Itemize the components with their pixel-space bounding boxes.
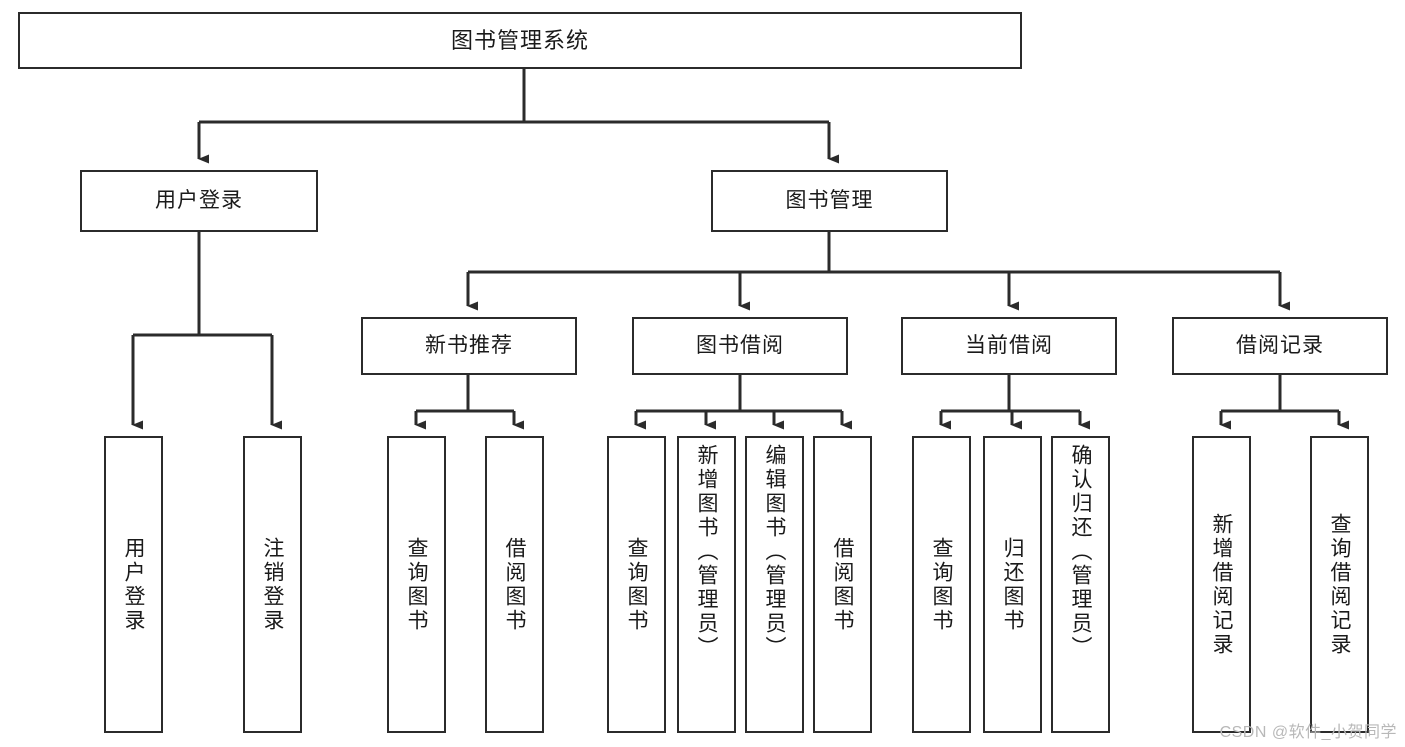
node-borrow-record[interactable]: 借阅记录	[1172, 317, 1388, 375]
node-borrow-record-label: 借阅记录	[1236, 333, 1324, 357]
node-leaf-query-book-rec-label: 查询图书	[405, 536, 428, 633]
node-leaf-query-record-label: 查询借阅记录	[1328, 512, 1351, 657]
node-leaf-add-record-label: 新增借阅记录	[1210, 512, 1233, 657]
node-leaf-logout-label: 注销登录	[261, 536, 284, 633]
node-leaf-query-book-cb[interactable]: 查询图书	[912, 436, 971, 733]
node-leaf-borrow-book-bb-label: 借阅图书	[831, 536, 854, 633]
node-user-login-label: 用户登录	[155, 188, 243, 212]
node-leaf-edit-book[interactable]: 编辑图书（管理员）	[745, 436, 804, 733]
node-leaf-confirm-return[interactable]: 确认归还（管理员）	[1051, 436, 1110, 733]
node-leaf-add-book[interactable]: 新增图书（管理员）	[677, 436, 736, 733]
node-current-borrow-label: 当前借阅	[965, 333, 1053, 357]
node-root-label: 图书管理系统	[450, 27, 589, 53]
node-leaf-return-book-label: 归还图书	[1001, 536, 1024, 633]
node-leaf-borrow-book-rec[interactable]: 借阅图书	[485, 436, 544, 733]
node-leaf-query-book-bb[interactable]: 查询图书	[607, 436, 666, 733]
node-new-book-rec[interactable]: 新书推荐	[361, 317, 577, 375]
node-leaf-borrow-book-rec-label: 借阅图书	[503, 536, 526, 633]
node-root[interactable]: 图书管理系统	[18, 12, 1022, 69]
node-leaf-confirm-return-label: 确认归还（管理员）	[1069, 444, 1092, 660]
node-leaf-query-book-cb-label: 查询图书	[930, 536, 953, 633]
node-leaf-query-book-rec[interactable]: 查询图书	[387, 436, 446, 733]
node-leaf-query-record[interactable]: 查询借阅记录	[1310, 436, 1369, 733]
node-leaf-add-record[interactable]: 新增借阅记录	[1192, 436, 1251, 733]
node-leaf-user-login-label: 用户登录	[122, 536, 145, 633]
node-book-manage[interactable]: 图书管理	[711, 170, 948, 232]
node-book-borrow-label: 图书借阅	[696, 333, 784, 357]
node-leaf-borrow-book-bb[interactable]: 借阅图书	[813, 436, 872, 733]
node-leaf-return-book[interactable]: 归还图书	[983, 436, 1042, 733]
node-leaf-add-book-label: 新增图书（管理员）	[695, 444, 718, 660]
node-book-borrow[interactable]: 图书借阅	[632, 317, 848, 375]
node-user-login[interactable]: 用户登录	[80, 170, 318, 232]
node-book-manage-label: 图书管理	[785, 188, 874, 212]
node-leaf-logout[interactable]: 注销登录	[243, 436, 302, 733]
csdn-watermark: CSDN @软件_小贺同学	[1219, 724, 1397, 741]
node-leaf-query-book-bb-label: 查询图书	[625, 536, 648, 633]
node-new-book-rec-label: 新书推荐	[425, 333, 513, 357]
node-leaf-edit-book-label: 编辑图书（管理员）	[763, 444, 786, 660]
node-leaf-user-login[interactable]: 用户登录	[104, 436, 163, 733]
node-current-borrow[interactable]: 当前借阅	[901, 317, 1117, 375]
